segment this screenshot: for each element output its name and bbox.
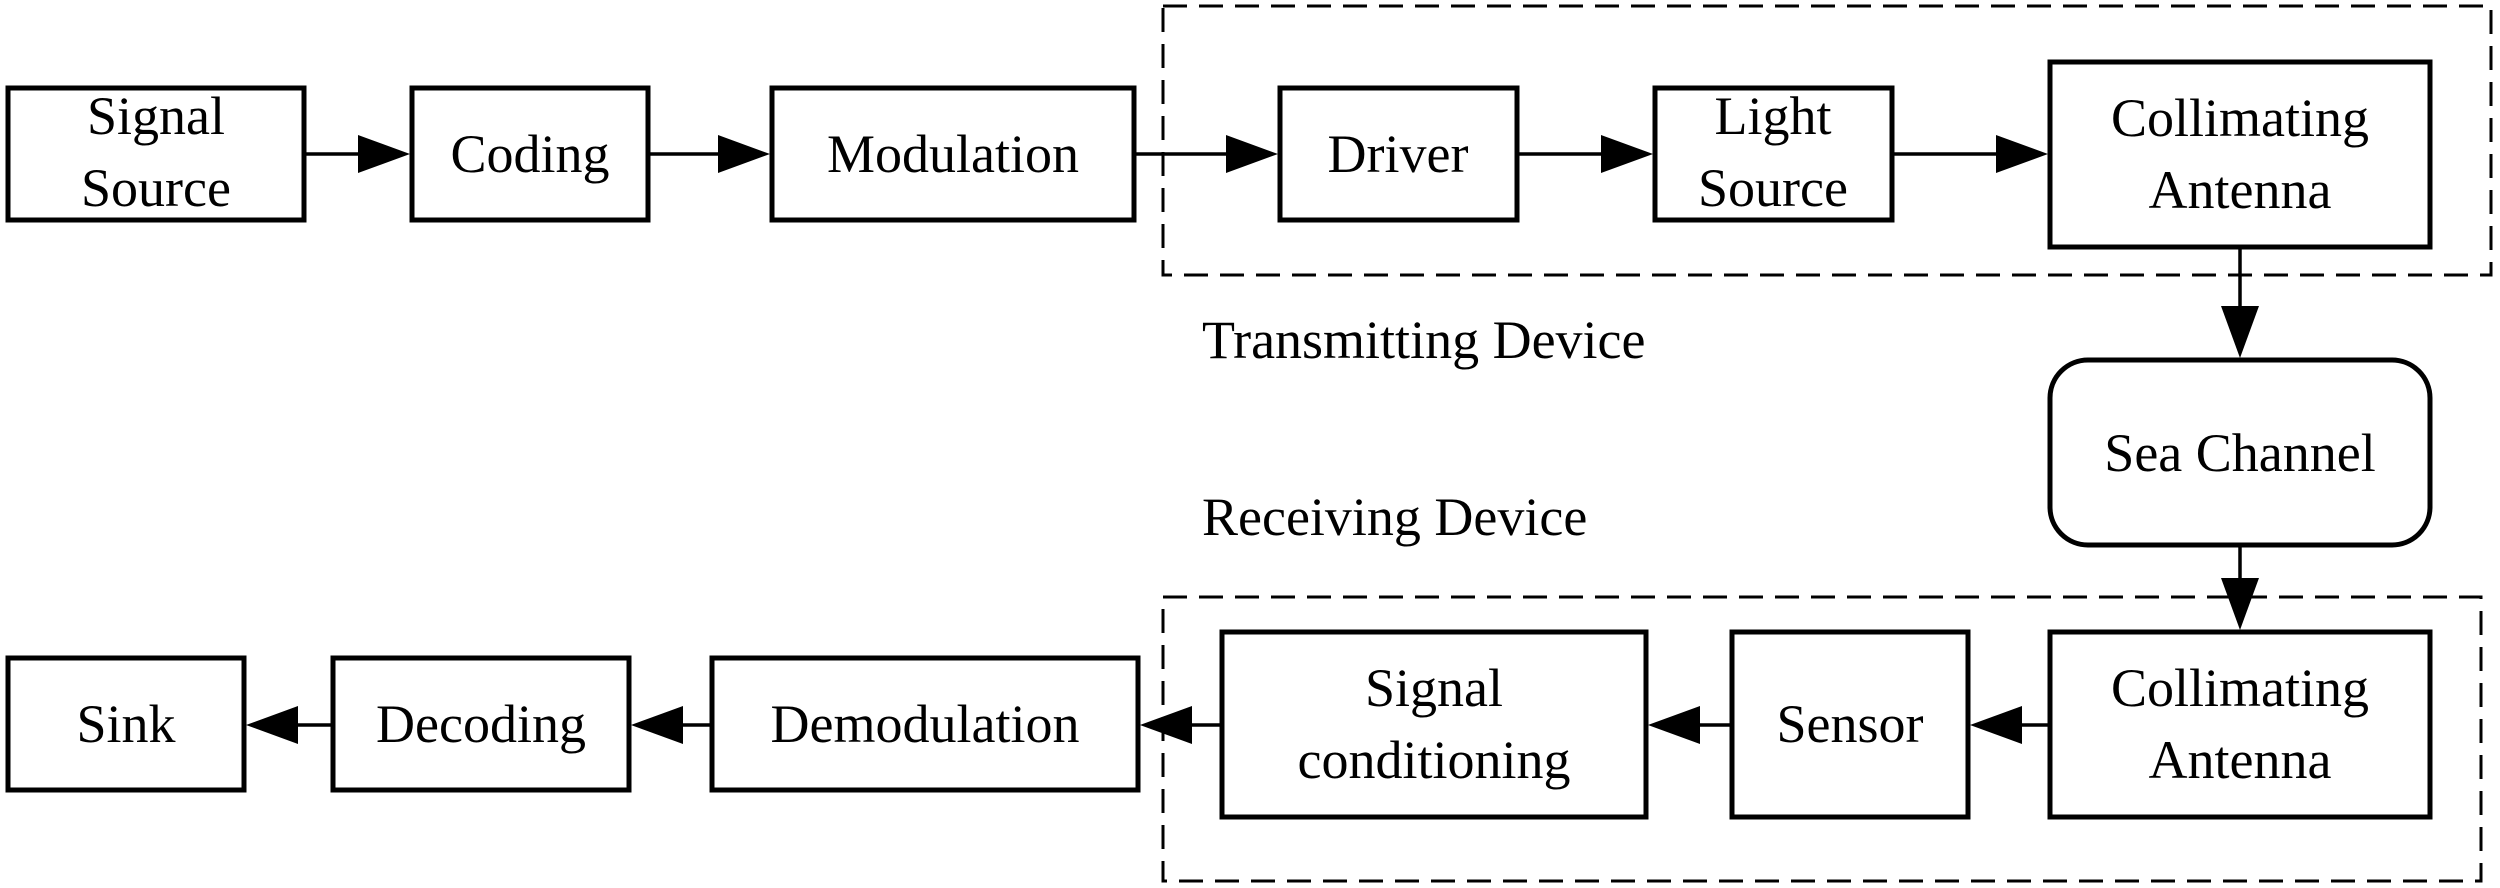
arrowhead-sink bbox=[246, 706, 298, 744]
node-rx-collimating-antenna: Collimating Antenna bbox=[2047, 629, 2433, 820]
receiving-device-frame bbox=[1161, 595, 2483, 883]
node-label: Demodulation bbox=[771, 694, 1080, 754]
arrowhead-demodulation bbox=[1140, 706, 1192, 744]
node-signal-conditioning: Signal conditioning bbox=[1219, 629, 1649, 820]
node-label: Source bbox=[1698, 158, 1848, 218]
arrowhead-signal_conditioning bbox=[1648, 706, 1700, 744]
arrowhead-modulation bbox=[718, 135, 770, 173]
arrowhead-sensor bbox=[1970, 706, 2022, 744]
arrowhead-light_source bbox=[1601, 135, 1653, 173]
arrowhead-sea_channel bbox=[2221, 306, 2259, 358]
connectors bbox=[246, 135, 2259, 744]
arrowhead-coding bbox=[358, 135, 410, 173]
node-decoding: Decoding bbox=[330, 655, 632, 793]
arrowhead-decoding bbox=[631, 706, 683, 744]
node-label: Modulation bbox=[827, 124, 1079, 184]
node-label: Collimating bbox=[2111, 88, 2369, 148]
transmitting-device-label: Transmitting Device bbox=[1202, 310, 1645, 370]
transmitting-device-frame bbox=[1161, 4, 2493, 277]
node-sink: Sink bbox=[5, 655, 247, 793]
node-coding: Coding bbox=[409, 85, 651, 223]
node-label: Driver bbox=[1328, 124, 1469, 184]
arrowhead-rx_antenna bbox=[2221, 578, 2259, 630]
node-demodulation: Demodulation bbox=[709, 655, 1141, 793]
node-sea-channel: Sea Channel bbox=[2047, 357, 2433, 548]
node-label: Antenna bbox=[2149, 160, 2332, 220]
node-light-source: Light Source bbox=[1652, 85, 1895, 223]
node-label: Coding bbox=[450, 124, 609, 184]
arrowhead-tx_antenna bbox=[1996, 135, 2048, 173]
node-label: Signal bbox=[87, 86, 225, 146]
node-label: Sink bbox=[76, 694, 175, 754]
node-modulation: Modulation bbox=[769, 85, 1137, 223]
node-driver: Driver bbox=[1277, 85, 1520, 223]
node-label: Sensor bbox=[1777, 694, 1924, 754]
node-label: Antenna bbox=[2149, 730, 2332, 790]
node-label: Decoding bbox=[376, 694, 586, 754]
node-signal-source: Signal Source bbox=[5, 85, 307, 223]
node-label: conditioning bbox=[1298, 730, 1571, 790]
node-label: Collimating bbox=[2111, 658, 2369, 718]
arrowhead-driver bbox=[1226, 135, 1278, 173]
node-tx-collimating-antenna: Collimating Antenna bbox=[2047, 59, 2433, 250]
node-label: Light bbox=[1715, 86, 1832, 146]
node-label: Source bbox=[81, 158, 231, 218]
node-label: Signal bbox=[1365, 658, 1503, 718]
node-sensor: Sensor bbox=[1729, 629, 1971, 820]
node-label: Sea Channel bbox=[2104, 423, 2375, 483]
receiving-device-label: Receiving Device bbox=[1202, 487, 1587, 547]
